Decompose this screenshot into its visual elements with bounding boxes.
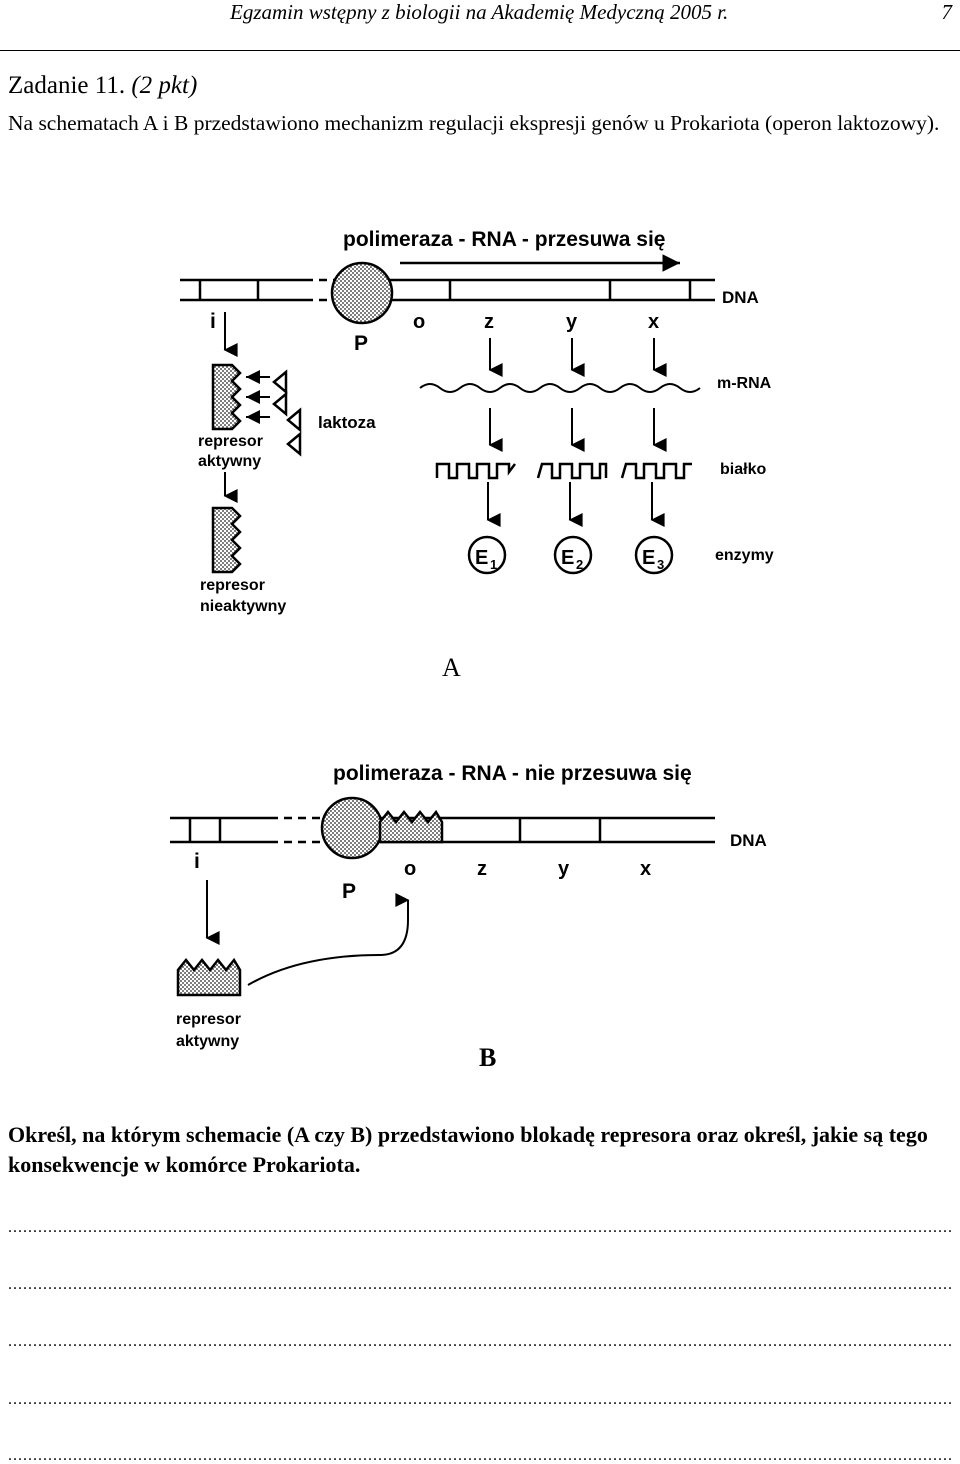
repressor-inactive-a [211,506,242,574]
answer-line[interactable]: ........................................… [8,1334,954,1350]
page-number: 7 [941,0,953,24]
rna-polymerase-b [320,796,384,860]
repressor-active-b [176,957,242,997]
diagram-b: polimeraza - RNA - nie przesuwa się DNA … [170,762,767,1072]
repressor-inactive-label-1: represor [200,577,265,594]
gene-i-a: i [210,310,216,333]
rna-polymerase-a [330,261,394,325]
lactose-molecules [272,369,302,457]
gene-i-b: i [194,850,200,873]
dna-label-b: DNA [730,831,767,850]
repressor-bound-operator [378,809,444,844]
gene-x-b: x [640,858,651,880]
answer-line[interactable]: ........................................… [8,1448,954,1464]
promoter-a: P [354,332,368,355]
task-title: Zadanie 11. (2 pkt) [8,72,197,100]
lactose-label: laktoza [318,413,376,432]
enzyme-e2: E 2 [553,535,593,575]
svg-text:E: E [561,547,574,569]
page-header: Egzamin wstępny z biologii na Akademię M… [0,0,960,52]
repressor-active-a [211,363,242,431]
repressor-active-a-label-1: represor [198,433,263,450]
repressor-active-b-label-2: aktywny [176,1033,239,1050]
enzyme-e3: E 3 [634,535,674,575]
answer-line[interactable]: ........................................… [8,1220,954,1236]
svg-text:1: 1 [490,557,497,572]
repressor-active-a-label-2: aktywny [198,453,261,470]
protein-label: białko [720,461,766,478]
gene-y-a: y [566,311,578,333]
diagram-b-caption: polimeraza - RNA - nie przesuwa się [333,762,692,785]
mrna-strand [419,383,701,393]
diagram-a-label: A [442,653,461,682]
header-rule [0,50,960,51]
svg-text:3: 3 [657,557,664,572]
gene-y-b: y [558,858,570,880]
svg-text:E: E [642,547,655,569]
dna-strand-a [180,278,715,302]
operator-b: o [404,858,416,880]
protein-chain-3 [620,462,692,480]
svg-text:2: 2 [576,557,583,572]
arrow-repressor-to-operator [247,893,410,986]
svg-text:E: E [475,547,488,569]
enzyme-e1: E 1 [467,535,507,575]
dna-label-a: DNA [722,288,759,307]
operon-diagram: polimeraza - RNA - przesuwa się DNA i P … [170,228,774,1072]
task-number: Zadanie 11. [8,72,126,99]
protein-chain-1 [435,462,516,480]
task-points: (2 pkt) [131,72,198,99]
answer-line[interactable]: ........................................… [8,1277,954,1293]
gene-x-a: x [648,311,659,333]
repressor-active-b-label-1: represor [176,1011,241,1028]
task-intro: Na schematach A i B przedstawiono mechan… [8,111,940,135]
operator-a: o [413,311,425,333]
enzymes-label: enzymy [715,547,774,564]
promoter-b: P [342,880,356,903]
gene-z-b: z [477,858,487,880]
gene-z-a: z [484,311,494,333]
diagram-a-caption: polimeraza - RNA - przesuwa się [343,228,665,251]
repressor-inactive-label-2: nieaktywny [200,598,286,615]
protein-chain-2 [536,462,608,480]
question-text: Określ, na którym schemacie (A czy B) pr… [8,1122,928,1177]
diagram-b-label: B [479,1043,496,1072]
answer-line[interactable]: ........................................… [8,1392,954,1408]
diagram-a: polimeraza - RNA - przesuwa się DNA i P … [180,228,774,682]
header-title: Egzamin wstępny z biologii na Akademię M… [230,0,729,24]
mrna-label: m-RNA [717,375,772,392]
